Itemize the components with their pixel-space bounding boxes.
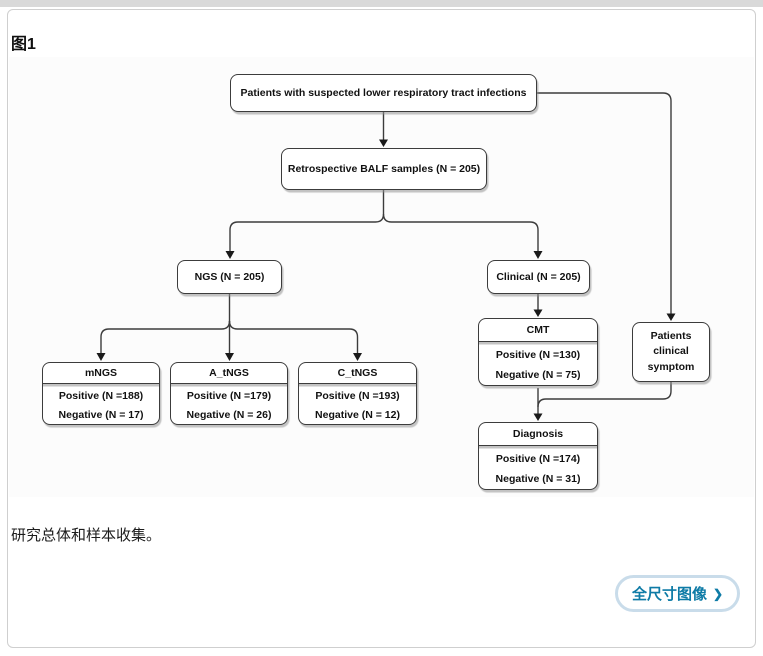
chevron-right-icon: ❯	[712, 586, 724, 601]
node-clinical-label: Clinical (N = 205)	[496, 271, 581, 283]
node-diagnosis: Diagnosis Positive (N =174) Negative (N …	[478, 422, 598, 490]
node-mngs-title: mNGS	[43, 363, 159, 384]
node-suspected-patients: Patients with suspected lower respirator…	[230, 74, 537, 112]
full-size-image-button[interactable]: 全尺寸图像 ❯	[615, 575, 740, 612]
node-ctngs-positive: Positive (N =193)	[315, 390, 400, 403]
node-ctngs-negative: Negative (N = 12)	[315, 408, 400, 421]
node-patients-clinical-symptom-label: Patients clinical symptom	[647, 330, 695, 373]
node-diagnosis-title: Diagnosis	[479, 423, 597, 446]
node-diagnosis-positive: Positive (N =174)	[495, 453, 581, 465]
node-suspected-patients-label: Patients with suspected lower respirator…	[240, 87, 527, 99]
node-cmt-negative: Negative (N = 75)	[495, 369, 581, 381]
node-ctngs-title: C_tNGS	[299, 363, 416, 384]
node-atngs-title: A_tNGS	[171, 363, 287, 384]
figure-image-area	[9, 57, 754, 497]
figure-caption: 研究总体和样本收集。	[11, 527, 162, 544]
node-clinical: Clinical (N = 205)	[487, 260, 590, 294]
node-cmt-title: CMT	[479, 319, 597, 342]
figure-label: 图1	[11, 36, 36, 53]
node-ctngs: C_tNGS Positive (N =193) Negative (N = 1…	[298, 362, 417, 425]
node-mngs-negative: Negative (N = 17)	[58, 408, 144, 421]
top-divider-band	[0, 0, 763, 7]
node-atngs-positive: Positive (N =179)	[186, 390, 272, 403]
node-retrospective-balf-label: Retrospective BALF samples (N = 205)	[287, 163, 481, 175]
node-atngs: A_tNGS Positive (N =179) Negative (N = 2…	[170, 362, 288, 425]
node-ngs: NGS (N = 205)	[177, 260, 282, 294]
node-patients-clinical-symptom: Patients clinical symptom	[632, 322, 710, 382]
node-diagnosis-negative: Negative (N = 31)	[495, 473, 581, 485]
node-atngs-negative: Negative (N = 26)	[186, 408, 272, 421]
node-mngs-positive: Positive (N =188)	[58, 390, 144, 403]
node-retrospective-balf: Retrospective BALF samples (N = 205)	[281, 148, 487, 190]
full-size-image-button-label: 全尺寸图像	[631, 586, 707, 603]
node-mngs: mNGS Positive (N =188) Negative (N = 17)	[42, 362, 160, 425]
node-ngs-label: NGS (N = 205)	[194, 271, 265, 283]
node-cmt: CMT Positive (N =130) Negative (N = 75)	[478, 318, 598, 386]
node-cmt-positive: Positive (N =130)	[495, 349, 581, 361]
